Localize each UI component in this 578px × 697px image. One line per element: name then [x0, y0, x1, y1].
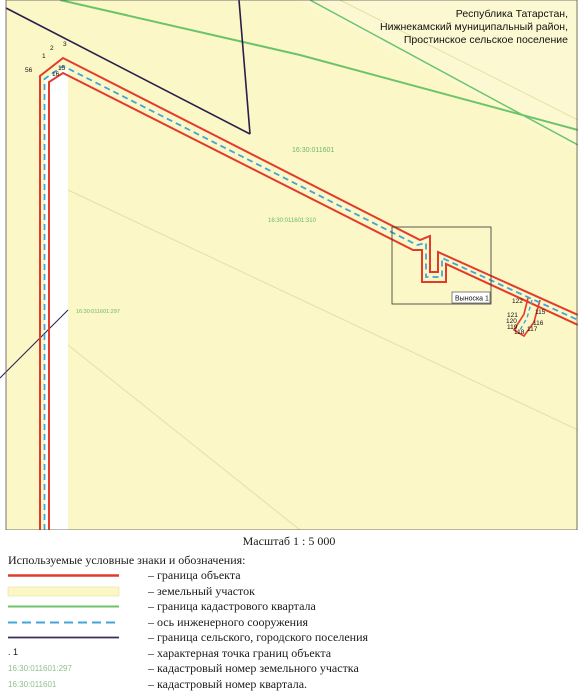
legend-label: – земельный участок — [148, 583, 255, 598]
settlement-boundary — [0, 309, 69, 379]
quarter-boundary — [59, 0, 578, 131]
point-label: 120 — [506, 318, 517, 325]
point-label: 56 — [25, 67, 33, 74]
legend-label: – характерная точка границ объекта — [148, 645, 332, 660]
point-sample: . 1 — [8, 646, 19, 657]
point-label: 118 — [514, 329, 525, 336]
point-label: 3 — [63, 41, 67, 48]
region-line: Нижнекамский муниципальный район, — [380, 21, 568, 33]
quarter-number-sample: 16:30:011601 — [8, 679, 57, 689]
land-parcel-upper — [300, 0, 578, 150]
structure-axis — [43, 64, 578, 530]
legend-label: – кадастровый номер земельного участка — [148, 661, 359, 675]
land-parcel — [6, 0, 578, 530]
point-label: 2 — [50, 45, 54, 52]
point-label: 122 — [512, 298, 523, 305]
point-label: 1 — [42, 53, 46, 60]
legend-label: – граница сельского, городского поселени… — [148, 630, 369, 644]
region-header: Республика Татарстан, Нижнекамский муниц… — [380, 8, 568, 47]
point-label: 121 — [507, 312, 518, 319]
parcel-edge — [339, 0, 578, 121]
parcel-number-sample: 16:30:011601:297 — [8, 664, 72, 673]
point-label: 15 — [58, 65, 66, 72]
parcel-edge — [67, 189, 578, 431]
map-frame — [5, 0, 578, 530]
quarter-boundary — [309, 0, 578, 146]
parcel-edge — [67, 344, 301, 530]
point-label: 115 — [535, 309, 546, 316]
legend-label: – граница кадастрового квартала — [148, 599, 316, 613]
green-line-symbol — [8, 605, 119, 608]
legend-item: – граница кадастрового квартала — [6, 599, 566, 615]
point-label: 119 — [507, 324, 518, 331]
callout-label: Выноска 1 — [455, 296, 489, 303]
purple-line-symbol — [8, 636, 119, 639]
road-strip — [45, 68, 68, 530]
legend-title: Используемые условные знаки и обозначени… — [8, 553, 246, 567]
callout-label-box — [451, 291, 491, 304]
settlement-boundary — [5, 7, 251, 135]
parcel-number-label: 16:30:011601:310 — [268, 218, 317, 224]
point-label: 16 — [52, 71, 60, 78]
legend-item: – ось инженерного сооружения — [6, 615, 566, 631]
point-label: 117 — [527, 326, 538, 333]
point-symbol: . 1 — [6, 646, 121, 661]
red-line-symbol — [8, 574, 119, 577]
legend-item: 16:30:011601 – кадастровый номер квартал… — [6, 677, 566, 693]
object-boundary-loop — [512, 297, 541, 338]
legend-label: – граница объекта — [148, 568, 241, 582]
settlement-boundary — [238, 0, 251, 135]
parcel-number-symbol: 16:30:011601:297 — [6, 661, 121, 676]
legend-item: – граница сельского, городского поселени… — [6, 630, 566, 646]
point-label: 116 — [533, 320, 544, 327]
callout-frame — [391, 226, 492, 305]
yellow-fill-symbol — [7, 586, 120, 596]
legend-item: . 1 – характерная точка границ объекта — [6, 646, 566, 662]
scale-label: Масштаб 1 : 5 000 — [242, 534, 336, 548]
legend: – граница объекта – земельный участок – … — [6, 568, 566, 692]
blue-dash-symbol — [8, 621, 119, 623]
region-line: Республика Татарстан, — [455, 8, 568, 20]
parcel-number-label-left: 16:30:011601:297 — [76, 309, 120, 315]
legend-item: 16:30:011601:297 – кадастровый номер зем… — [6, 661, 566, 677]
quarter-number-label: 16:30:011601 — [292, 147, 334, 154]
legend-item: – земельный участок — [6, 584, 566, 600]
region-line: Простинское сельское поселение — [403, 34, 568, 46]
legend-item: – граница объекта — [6, 568, 566, 584]
cadastral-map: Выноска 1 16:30:011601 16:30:011601:310 … — [0, 0, 578, 530]
legend-label: – ось инженерного сооружения — [148, 614, 309, 629]
legend-label: – кадастровый номер квартала. — [148, 676, 308, 691]
object-boundary — [48, 71, 578, 530]
object-boundary — [39, 56, 578, 530]
quarter-number-symbol: 16:30:011601 — [6, 677, 121, 692]
